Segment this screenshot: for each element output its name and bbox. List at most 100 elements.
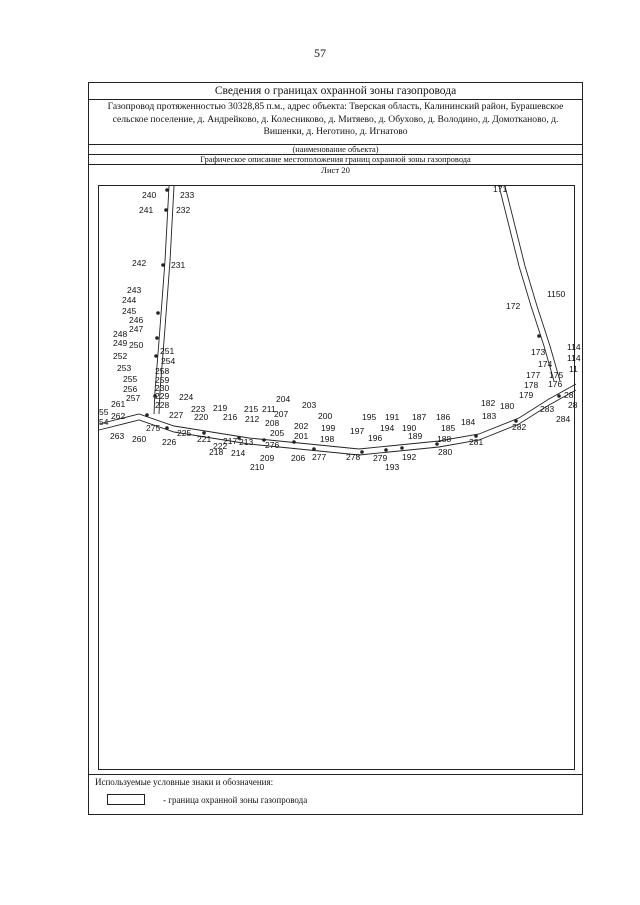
- graphic-caption: Графическое описание местоположения гран…: [89, 155, 582, 165]
- left-boundary-b: [158, 185, 175, 415]
- map-label: 282: [512, 422, 526, 432]
- map-label: 248: [113, 329, 127, 339]
- map-label: 114: [567, 342, 581, 352]
- map-label: 222: [213, 441, 227, 451]
- map-label: 216: [223, 412, 237, 422]
- map-label: 197: [350, 426, 364, 436]
- map-label: 243: [127, 285, 141, 295]
- map-label: 279: [373, 453, 387, 463]
- map-label: 246: [129, 315, 143, 325]
- map-label: 245: [122, 306, 136, 316]
- map-label: 225: [177, 428, 191, 438]
- map-label: 247: [129, 324, 143, 334]
- map-label: 262: [111, 411, 125, 421]
- map-label: 171: [493, 184, 507, 194]
- map-label: 174: [538, 359, 552, 369]
- pipeline-map: 171 240 233 241 232 242 231 243 244 245 …: [98, 184, 581, 770]
- main-boundary-a: [98, 383, 577, 450]
- map-label: 244: [122, 295, 136, 305]
- map-label: 278: [346, 452, 360, 462]
- map-label: 183: [482, 411, 496, 421]
- map-label: 194: [380, 423, 394, 433]
- map-label: 284: [556, 414, 570, 424]
- map-label: 177: [526, 370, 540, 380]
- map-label: 276: [265, 440, 279, 450]
- map-label: 254: [161, 356, 175, 366]
- map-label: 209: [260, 453, 274, 463]
- map-label: 186: [436, 412, 450, 422]
- map-label: 224: [179, 392, 193, 402]
- map-label: 173: [531, 347, 545, 357]
- map-label: 221: [197, 434, 211, 444]
- map-label: 259: [155, 375, 169, 385]
- map-label: 223: [191, 404, 205, 414]
- map-label: 218: [209, 447, 223, 457]
- map-label: 240: [142, 190, 156, 200]
- map-label: 203: [302, 400, 316, 410]
- object-name-caption: (наименование объекта): [89, 145, 582, 155]
- map-label: 180: [500, 401, 514, 411]
- main-boundary-b: [98, 389, 577, 456]
- map-label: 231: [171, 260, 185, 270]
- map-label: 242: [132, 258, 146, 268]
- map-label: 215: [244, 404, 258, 414]
- map-label: 28: [564, 390, 574, 400]
- map-label: 228: [155, 400, 169, 410]
- map-label: 198: [320, 434, 334, 444]
- map-label: 114: [567, 353, 581, 363]
- map-label: 54: [99, 417, 109, 427]
- map-label: 219: [213, 403, 227, 413]
- map-label: 201: [294, 431, 308, 441]
- map-label: 189: [408, 431, 422, 441]
- map-label: 260: [132, 434, 146, 444]
- map-label: 172: [506, 301, 520, 311]
- map-label: 195: [362, 412, 376, 422]
- map-label: 233: [180, 190, 194, 200]
- sheet-label: Лист 20: [321, 165, 350, 175]
- map-label: 252: [113, 351, 127, 361]
- map-label: 227: [169, 410, 183, 420]
- map-label: 257: [126, 393, 140, 403]
- map-label: 193: [385, 462, 399, 472]
- map-label: 226: [162, 437, 176, 447]
- map-label: 1150: [547, 289, 566, 299]
- map-label: 250: [129, 340, 143, 350]
- map-label: 253: [117, 363, 131, 373]
- legend-item-label: - граница охранной зоны газопровода: [163, 795, 308, 805]
- map-label: 55: [99, 407, 109, 417]
- map-label: 213: [239, 437, 253, 447]
- map-label: 241: [139, 205, 153, 215]
- map-label: 281: [469, 437, 483, 447]
- map-label: 176: [548, 379, 562, 389]
- map-label: 179: [519, 390, 533, 400]
- map-label: 204: [276, 394, 290, 404]
- map-label: 220: [194, 412, 208, 422]
- map-label: 280: [438, 447, 452, 457]
- page-number: 57: [314, 46, 326, 60]
- map-label: 277: [312, 452, 326, 462]
- map-label: 230: [155, 383, 169, 393]
- map-label: 263: [110, 431, 124, 441]
- map-label: 212: [245, 414, 259, 424]
- map-label: 191: [385, 412, 399, 422]
- map-label: 208: [265, 418, 279, 428]
- map-label: 217: [223, 436, 237, 446]
- map-label: 196: [368, 433, 382, 443]
- map-label: 178: [524, 380, 538, 390]
- map-label: 11: [569, 364, 578, 374]
- map-label: 210: [250, 462, 264, 472]
- map-label: 255: [123, 374, 137, 384]
- boundary-symbol: [107, 794, 145, 805]
- map-label: 256: [123, 384, 137, 394]
- sheet-title: Сведения о границах охранной зоны газопр…: [89, 83, 582, 100]
- map-label: 192: [402, 452, 416, 462]
- map-label: 199: [321, 423, 335, 433]
- map-label: 207: [274, 409, 288, 419]
- map-label: 275: [146, 423, 160, 433]
- map-label: 187: [412, 412, 426, 422]
- map-label: 188: [437, 434, 451, 444]
- right-boundary-b: [504, 185, 561, 382]
- map-label: 283: [540, 404, 554, 414]
- map-label: 200: [318, 411, 332, 421]
- map-label: 185: [441, 423, 455, 433]
